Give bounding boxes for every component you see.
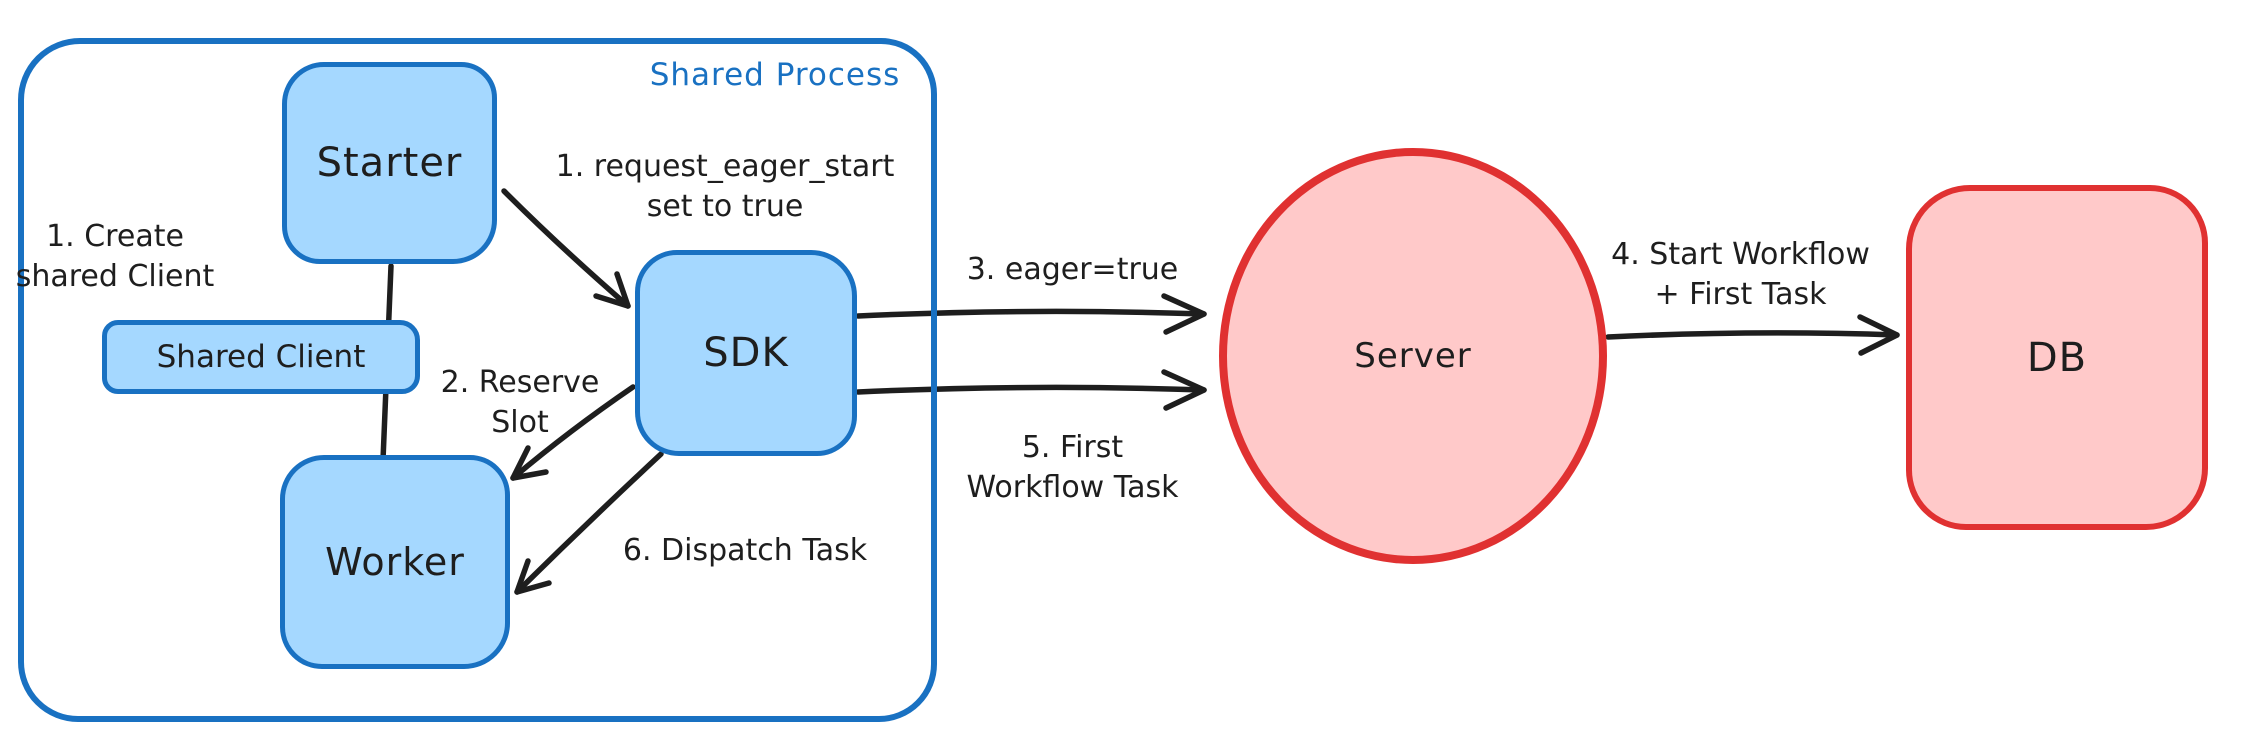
node-shared-client-label: Shared Client: [156, 339, 366, 375]
arrow-server-to-db: [1605, 314, 1900, 356]
node-sdk-label: SDK: [703, 330, 789, 376]
arrow-sdk-to-server-first-task: [855, 369, 1207, 411]
arrow-sdk-to-worker-dispatch: [514, 451, 664, 595]
arrow-sdk-to-worker-reserve: [510, 384, 636, 481]
node-worker-label: Worker: [325, 540, 465, 584]
node-server: Server: [1219, 148, 1607, 564]
node-starter-label: Starter: [316, 140, 463, 186]
node-server-label: Server: [1354, 336, 1472, 376]
node-db: DB: [1906, 185, 2208, 530]
arrow-sdk-to-server-eager: [855, 293, 1207, 335]
node-sdk: SDK: [635, 250, 857, 456]
node-starter: Starter: [282, 62, 497, 264]
annotation-step2-reserve-slot: 2. Reserve Slot: [440, 365, 600, 440]
node-worker: Worker: [280, 455, 510, 669]
annotation-step4-start-workflow: 4. Start Workflow + First Task: [1611, 237, 1870, 312]
shared-process-container: [18, 38, 937, 722]
node-db-label: DB: [2026, 334, 2088, 381]
shared-process-label: Shared Process: [649, 57, 901, 93]
annotation-step1-create-shared-client: 1. Create shared Client: [15, 219, 215, 294]
arrow-starter-to-sdk: [501, 188, 631, 309]
node-shared-client: Shared Client: [102, 320, 420, 394]
annotation-step5-first-workflow-task: 5. First Workflow Task: [966, 430, 1179, 505]
annotation-step3-eager-true: 3. eager=true: [966, 252, 1179, 287]
annotation-step6-dispatch-task: 6. Dispatch Task: [622, 533, 868, 568]
annotation-step1-request-eager-start: 1. request_eager_start set to true: [555, 149, 895, 224]
